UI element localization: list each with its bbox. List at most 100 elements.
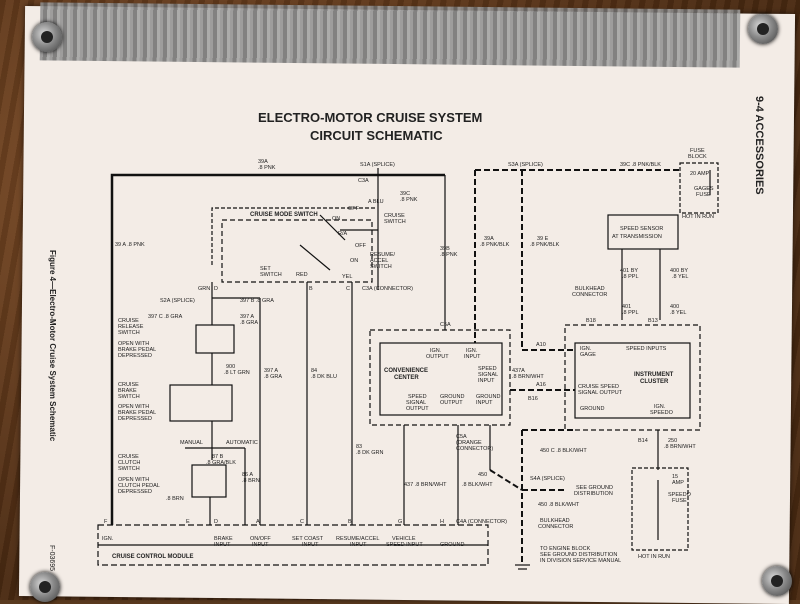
wire-label: 400 <box>670 304 679 310</box>
component-label: CLUSTER <box>640 379 669 385</box>
pin-function: GAGE <box>580 352 596 358</box>
wire-label: 39C <box>400 191 410 197</box>
wire-label: .8 BRN/WHT <box>512 374 544 380</box>
wire-label: 450 C .8 BLK/WHT <box>540 448 587 454</box>
pin-label: B16 <box>528 396 538 402</box>
connector-label: C4A (CONNECTOR) <box>456 519 507 525</box>
component-label: CONVENIENCE <box>384 368 428 374</box>
connector-label: BULKHEAD <box>540 518 570 524</box>
pin-function: SPEED INPUT <box>386 542 423 548</box>
pin-function: SPEED INPUTS <box>626 346 667 352</box>
pin-function: SIGNAL <box>406 400 426 406</box>
note-label: BRAKE PEDAL <box>118 347 156 353</box>
connector-label: C5A <box>456 434 467 440</box>
wire-label: .8 PPL <box>622 274 639 280</box>
pin-function: IGN. <box>580 346 592 352</box>
pin-function: INPUT <box>464 354 481 360</box>
pin-label: A <box>256 519 260 525</box>
wire-label: 39B <box>440 246 450 252</box>
component-label: BLOCK <box>688 154 707 160</box>
wire-color: YEL <box>342 274 352 280</box>
wire-label: .8 DK GRN <box>356 450 384 456</box>
wire-label: .8 PNK <box>440 252 458 258</box>
fuse-rating: 20 AMP <box>690 171 710 177</box>
pin-function: RESUME/ACCEL <box>336 536 379 542</box>
wire-label: 87 B <box>212 454 224 460</box>
wire-label: 450 <box>478 472 487 478</box>
pin-function: OUTPUT <box>440 400 463 406</box>
note-label: DEPRESSED <box>118 416 152 422</box>
pin-label: B <box>309 286 313 292</box>
component-label: SWITCH <box>118 394 140 400</box>
pin-function: SIGNAL OUTPUT <box>578 390 623 396</box>
component-label: FUSE <box>690 148 705 154</box>
wire-label: 86 A <box>242 472 253 478</box>
note-label: OPEN WITH <box>118 404 149 410</box>
pin-function: GROUND <box>476 394 500 400</box>
wire-label: .8 PNK <box>258 165 276 171</box>
wire-label: 397 C .8 GRA <box>148 314 183 320</box>
pin-label: A16 <box>536 382 546 388</box>
option-label: MANUAL <box>180 440 203 446</box>
pin-label: H <box>440 519 444 525</box>
component-label: RESUME/ <box>370 252 396 258</box>
component-label: SPEED SENSOR <box>620 226 663 232</box>
pin-label: D <box>214 519 218 525</box>
component-label: CRUISE <box>384 213 405 219</box>
switch-label: ON <box>332 216 340 222</box>
component-label: FUSE <box>672 498 687 504</box>
wire-color: RED <box>296 272 308 278</box>
wire-label: .8 GRA/BLK <box>206 460 236 466</box>
figure-code: F-03695 <box>48 545 55 571</box>
component-label: SWITCH <box>370 264 392 270</box>
note-label: IN DIVISION SERVICE MANUAL <box>540 558 621 564</box>
splice-label: S3A (SPLICE) <box>508 162 543 168</box>
module-title: CRUISE CONTROL MODULE <box>112 554 194 560</box>
wire-label: 397 A <box>264 368 278 374</box>
wire-label: .8 BRN/WHT <box>664 444 696 450</box>
wire-label: 250 <box>668 438 677 444</box>
bolt-icon <box>30 572 60 602</box>
pin-label: D <box>214 286 218 292</box>
splice-label: S1A (SPLICE) <box>360 162 395 168</box>
pin-function: INPUT <box>476 400 493 406</box>
pin-label: B14 <box>638 438 648 444</box>
switch-label: OFF <box>355 243 367 249</box>
wire-label: 39A <box>258 159 268 165</box>
component-label: INSTRUMENT <box>634 372 674 378</box>
option-label: AUTOMATIC <box>226 440 258 446</box>
wire-label: .8 DK BLU <box>311 374 337 380</box>
component-label: SET <box>260 266 271 272</box>
pin-function: IGN. <box>430 348 442 354</box>
note-label: SEE GROUND DISTRIBUTION <box>540 552 617 558</box>
schematic-title: ELECTRO-MOTOR CRUISE SYSTEM <box>258 110 482 125</box>
note-label: DISTRIBUTION <box>574 491 613 497</box>
splice-label: S2A (SPLICE) <box>160 298 195 304</box>
pin-function: SIGNAL <box>478 372 498 378</box>
wire-label: 401 <box>622 304 631 310</box>
wire-label: .8 PNK/BLK <box>480 242 510 248</box>
wire-label: 39 E <box>537 236 549 242</box>
pin-function: GROUND <box>440 542 464 548</box>
pin-function: IGN. <box>466 348 478 354</box>
component-label: CRUISE <box>118 318 139 324</box>
wire-label: 83 <box>356 444 362 450</box>
pin-label: B13 <box>648 318 658 324</box>
wire-label: A BLU <box>368 199 384 205</box>
component-label: SWITCH <box>118 466 140 472</box>
note-label: HOT IN RUN <box>682 214 714 220</box>
connector-label: CONNECTOR <box>538 524 573 530</box>
component-label: CRUISE <box>118 382 139 388</box>
pin-label: A10 <box>536 342 546 348</box>
note-label: OPEN WITH <box>118 341 149 347</box>
wire-label: .8 GRA <box>264 374 282 380</box>
wire-label: 84 <box>311 368 317 374</box>
pin-label: E <box>186 519 190 525</box>
component-label: BRAKE <box>118 388 137 394</box>
pin-function: INPUT <box>302 542 319 548</box>
pin-function: INPUT <box>350 542 367 548</box>
connector-label: C3A <box>358 178 369 184</box>
wire-label: 401 BY <box>620 268 638 274</box>
